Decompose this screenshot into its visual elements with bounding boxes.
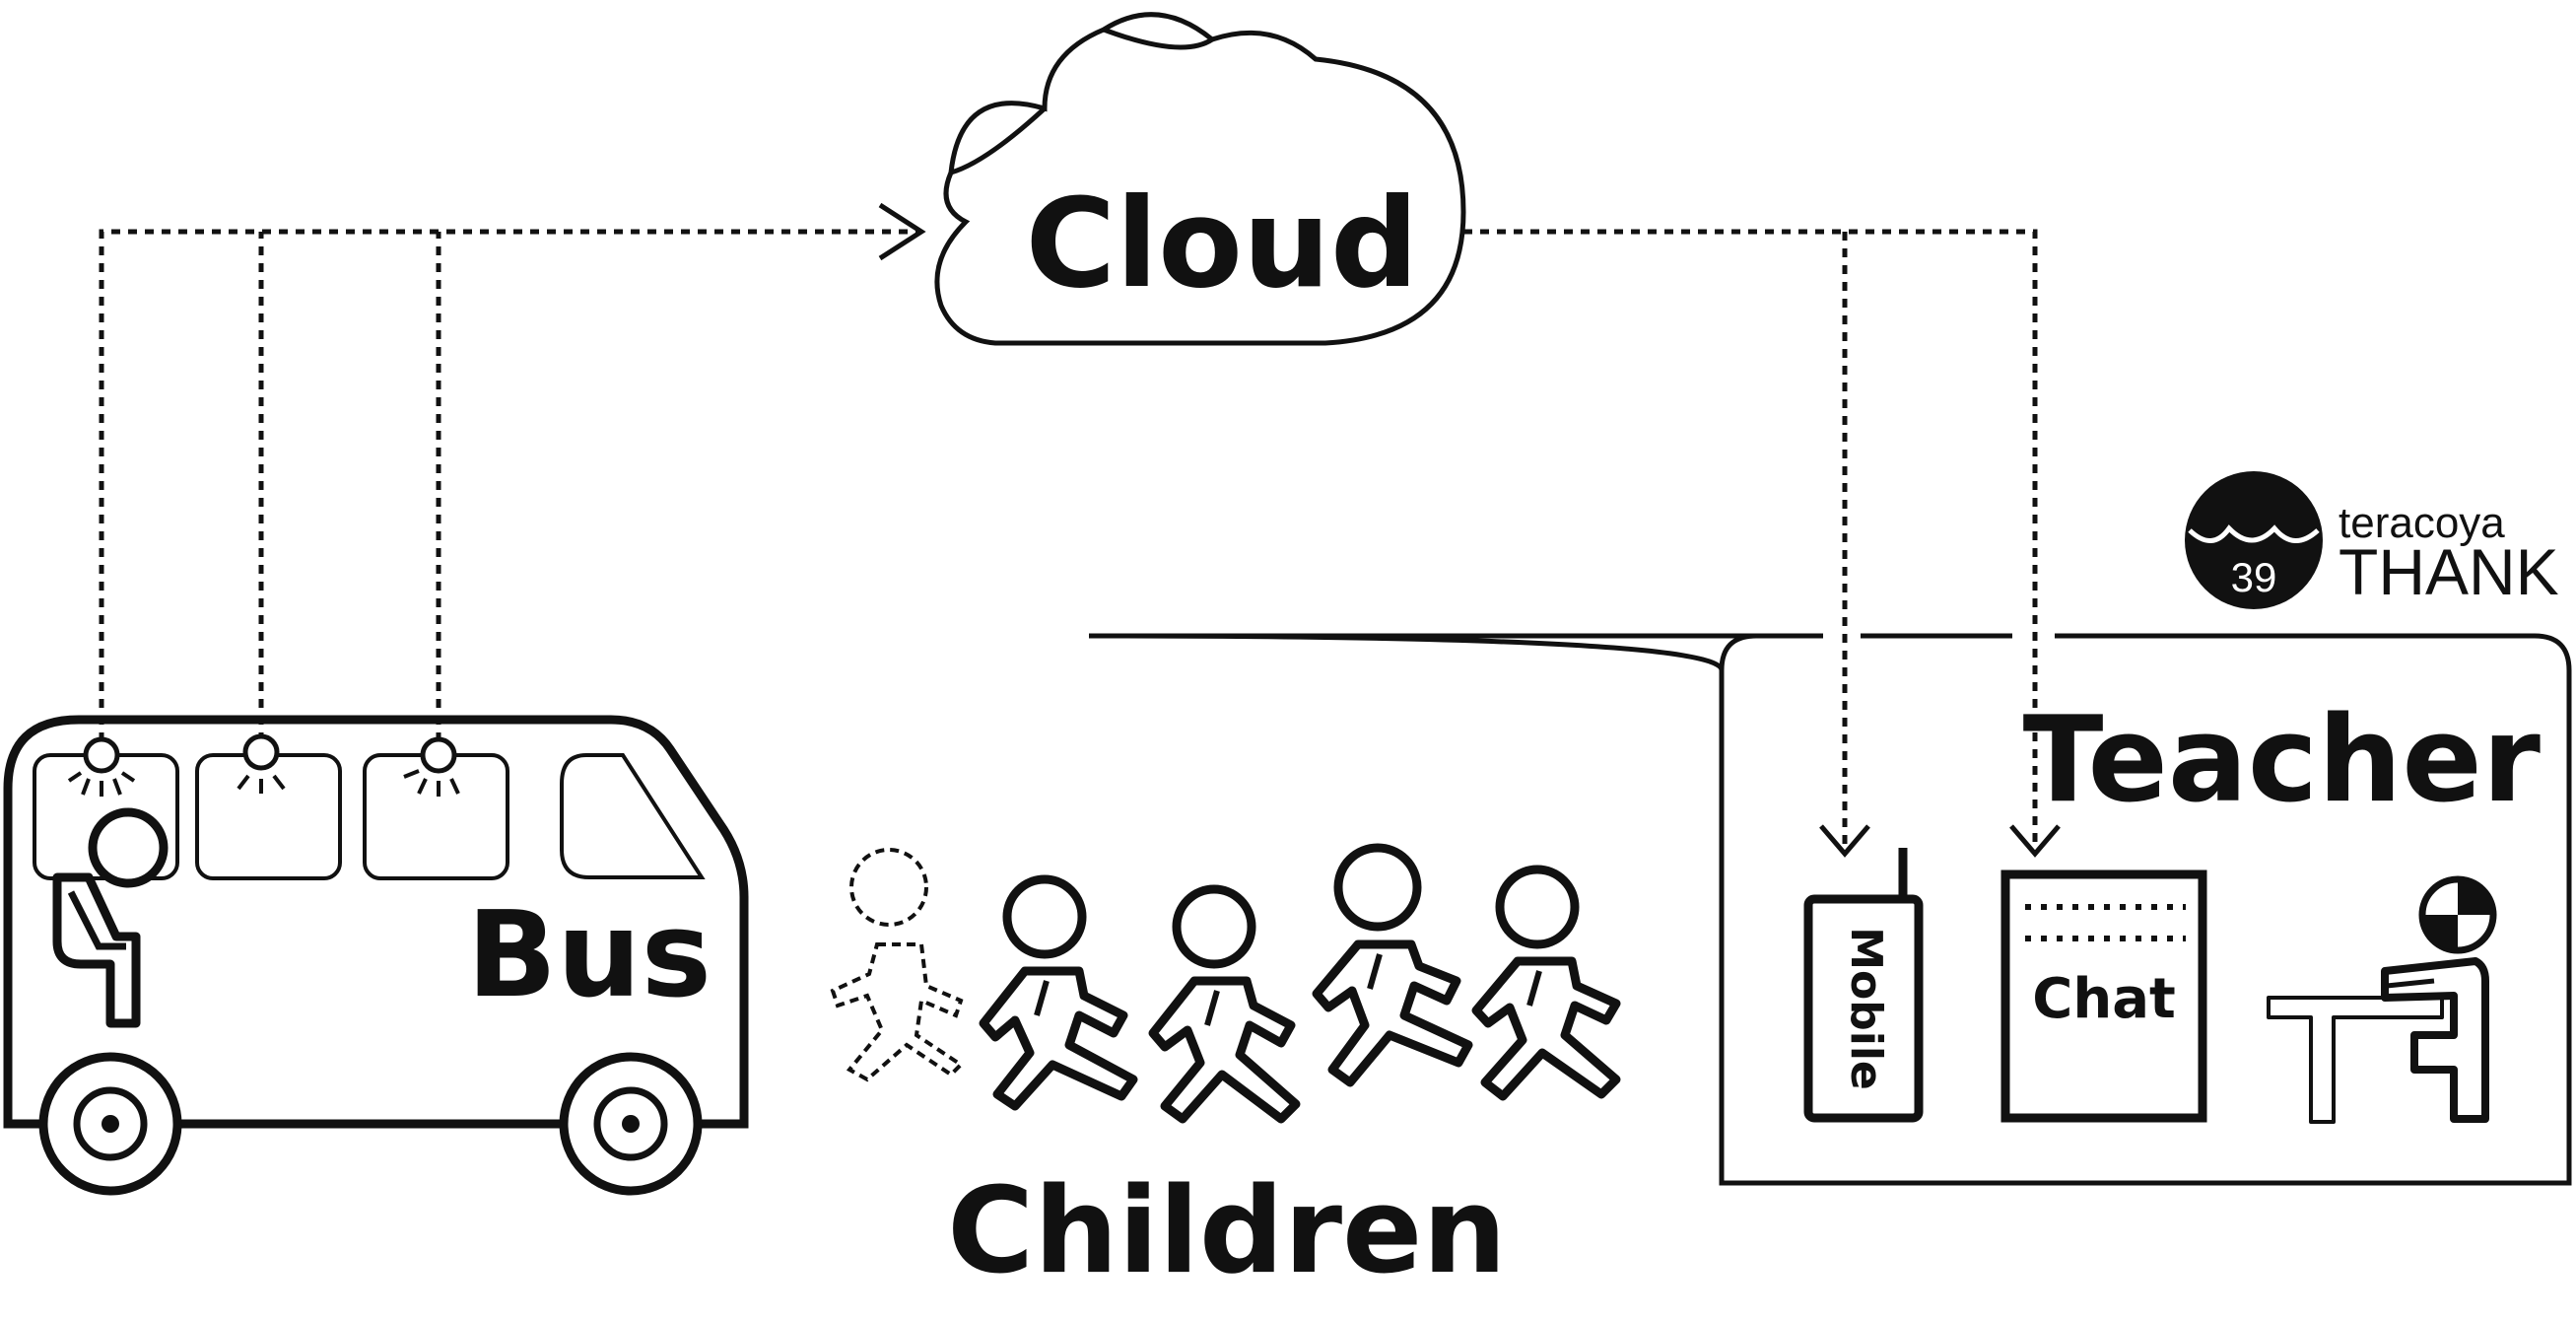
mobile-device: Mobile [1803,848,1924,1123]
teacher-desk-icon [2267,875,2497,1124]
chat-label: Chat [2032,967,2176,1031]
uplink-line [99,229,921,741]
children-label: Children [947,1163,1507,1300]
teacher-box [1088,633,2572,1186]
logo-wave-icon [2188,524,2320,543]
cloud-inner-curve [1103,27,1214,50]
bus-body [3,715,749,1129]
bus-wheel [38,1052,182,1196]
sensor-icon [403,736,460,797]
child-icon [1148,884,1301,1124]
bus-window [363,753,509,880]
chat-screen: Chat [2000,869,2207,1123]
arrowhead [1819,824,1870,858]
cloud-shape [934,12,1466,346]
cloud-label: Cloud [1026,173,1419,315]
children-node: Children [830,843,1621,1300]
mobile-label: Mobile [1841,927,1891,1090]
child-icon-dashed [830,848,965,1082]
bus-node: Bus [3,715,749,1196]
logo-number: 39 [2231,554,2277,600]
downlink-line [1463,229,2038,848]
driver-icon [52,807,169,1028]
bus-windshield [560,753,706,879]
sensor-uplinks [99,202,926,741]
cloud-inner-curve [950,106,1047,175]
bus-label: Bus [467,887,712,1024]
bus-window [195,753,342,880]
arrowhead [878,202,926,261]
arrowhead [2009,824,2061,858]
child-icon [1471,865,1621,1101]
cloud-downlinks [1463,229,2061,858]
logo-line2: THANK [2339,535,2559,608]
sensor-icon [67,736,136,797]
teacher-label: Teacher [2023,692,2541,829]
teracoya-thank-logo: 39 teracoya THANK [2185,471,2559,609]
teacher-node: Teacher Mobile Chat [1088,633,2572,1186]
child-icon [1312,843,1473,1087]
cloud-node: Cloud [934,12,1466,346]
child-icon [979,874,1138,1111]
sensor-icon [237,733,286,794]
logo-line1: teracoya [2339,499,2505,547]
teacher-box-corner [1719,633,1757,671]
bus-wheel [559,1052,703,1196]
